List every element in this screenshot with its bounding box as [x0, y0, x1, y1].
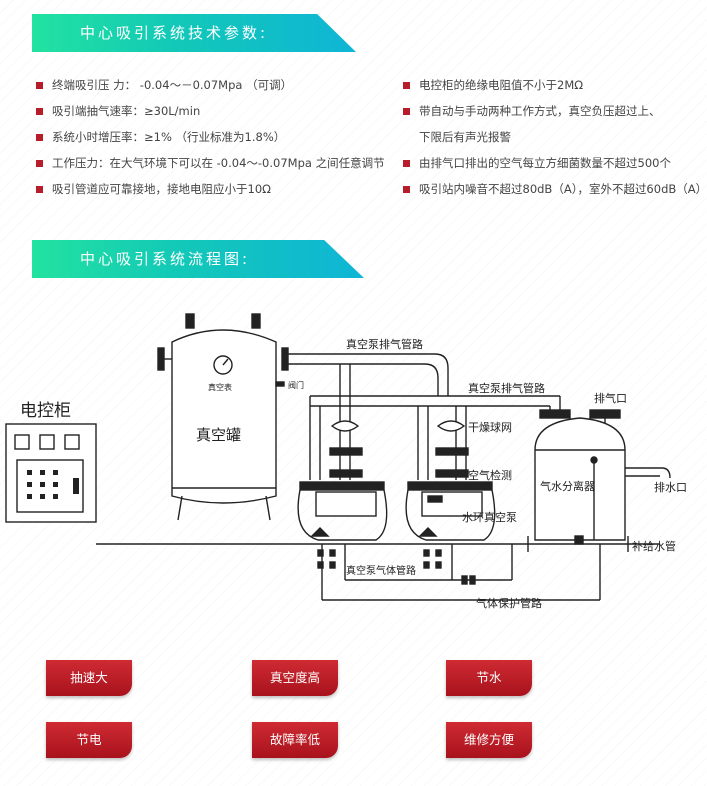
section-title-specs: 中心吸引系统技术参数:	[80, 24, 269, 42]
pump-left	[297, 420, 388, 541]
label-separator: 气水分离器	[540, 479, 595, 493]
spec-item: 吸引管道应可靠接地，接地电阻应小于10Ω	[36, 176, 396, 202]
feature-button-easy-maintenance[interactable]: 维修方便	[446, 722, 532, 758]
pump-right	[405, 420, 496, 541]
label-drain-port: 排水口	[654, 480, 687, 494]
spec-item: 由排气口排出的空气每立方细菌数量不超过500个	[403, 150, 698, 176]
bullet-icon	[403, 82, 410, 89]
section-title-flow: 中心吸引系统流程图:	[80, 250, 251, 268]
bottom-pipelines	[96, 536, 660, 601]
feature-button-high-speed[interactable]: 抽速大	[46, 660, 132, 696]
label-tank: 真空罐	[196, 426, 241, 444]
label-exhaust-pipe-2: 真空泵排气管路	[468, 381, 545, 395]
label-gauge: 真空表	[208, 382, 232, 392]
bullet-icon	[36, 82, 43, 89]
label-protect-pipe: 气体保护管路	[476, 596, 542, 610]
flow-diagram: 电控柜 真空罐 真空表 阀门 真空泵排气管路 真空泵排气管路 排气口 干燥球网 …	[5, 313, 687, 610]
bullet-icon	[36, 108, 43, 115]
vacuum-tank	[157, 313, 289, 521]
specs-left-list: 终端吸引压 力： -0.04～－0.07Mpa （可调） 吸引端抽气速率：≥30…	[36, 72, 396, 202]
label-supply-pipe: 补给水管	[632, 539, 676, 553]
feature-button-low-failure[interactable]: 故障率低	[252, 722, 338, 758]
bullet-icon	[403, 186, 410, 193]
feature-button-water-saving[interactable]: 节水	[446, 660, 532, 696]
spec-item: 工作压力：在大气环境下可以在 -0.04～-0.07Mpa 之间任意调节	[36, 150, 396, 176]
label-gas-pipe: 真空泵气体管路	[346, 564, 416, 577]
label-air-detect: 空气检测	[468, 468, 512, 482]
label-cabinet: 电控柜	[20, 401, 71, 421]
section-banner-flow: 中心吸引系统流程图:	[32, 240, 364, 278]
feature-button-high-vacuum[interactable]: 真空度高	[252, 660, 338, 696]
label-exhaust-pipe-1: 真空泵排气管路	[346, 337, 423, 351]
bullet-icon	[403, 108, 410, 115]
bullet-icon	[36, 134, 43, 141]
spec-item: 电控柜的绝缘电阻值不小于2MΩ	[403, 72, 698, 98]
spec-item: 吸引端抽气速率：≥30L/min	[36, 98, 396, 124]
spec-item: 带自动与手动两种工作方式，真空负压超过上、	[403, 98, 698, 124]
section-banner-specs: 中心吸引系统技术参数:	[32, 14, 356, 52]
spec-item: 吸引站内噪音不超过80dB（A），室外不超过60dB（A）	[403, 176, 707, 202]
specs-right-list: 电控柜的绝缘电阻值不小于2MΩ 带自动与手动两种工作方式，真空负压超过上、 下限…	[403, 72, 707, 202]
bullet-icon	[403, 160, 410, 167]
feature-button-power-saving[interactable]: 节电	[46, 722, 132, 758]
exhaust-pipelines	[288, 353, 621, 480]
bullet-icon	[36, 160, 43, 167]
control-cabinet	[5, 423, 97, 523]
spec-item: 终端吸引压 力： -0.04～－0.07Mpa （可调）	[36, 72, 396, 98]
gas-water-separator	[534, 417, 671, 545]
spec-item: 系统小时增压率：≥1% （行业标准为1.8%）	[36, 124, 396, 150]
bullet-icon	[36, 186, 43, 193]
spec-item-continuation: 下限后有声光报警	[419, 130, 511, 144]
label-dry-filter: 干燥球网	[468, 420, 512, 434]
label-exhaust-port: 排气口	[594, 391, 627, 405]
label-pump: 水环真空泵	[462, 510, 517, 524]
label-valve: 阀门	[288, 380, 304, 390]
